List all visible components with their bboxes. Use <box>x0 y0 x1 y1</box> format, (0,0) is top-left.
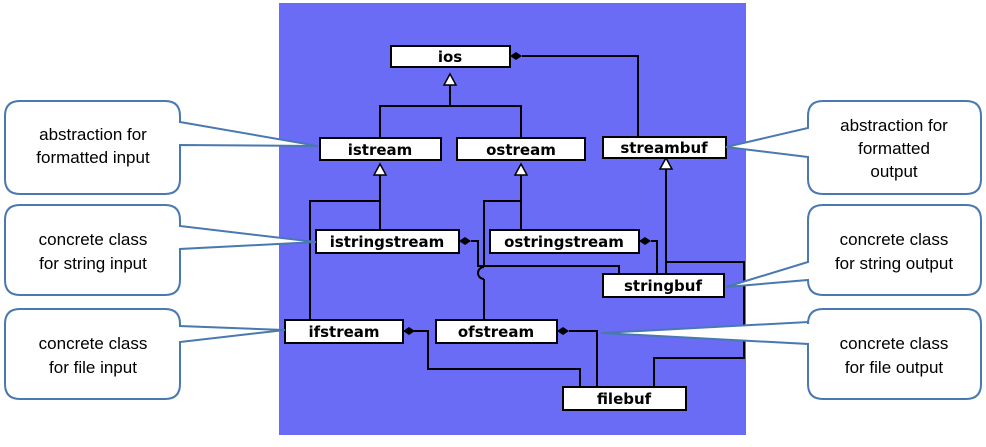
callout-formatted-input-line1: abstraction for <box>39 125 147 144</box>
class-label-ios: ios <box>438 48 462 66</box>
class-box-stringbuf[interactable]: stringbuf <box>602 273 725 298</box>
callout-string-output-line2: for string output <box>835 254 953 273</box>
callout-string-output-line1: concrete class <box>840 230 949 249</box>
callout-formatted-output: abstraction for formatted output <box>725 100 982 195</box>
class-box-streambuf[interactable]: streambuf <box>602 136 727 159</box>
class-label-stringbuf: stringbuf <box>624 277 702 295</box>
class-box-istream[interactable]: istream <box>319 137 442 161</box>
callout-formatted-output-line3: output <box>870 162 918 181</box>
callout-formatted-input: abstraction for formatted input <box>4 100 319 195</box>
class-label-ifstream: ifstream <box>308 323 379 341</box>
class-box-istringstream[interactable]: istringstream <box>315 229 460 254</box>
callout-file-input-line2: for file input <box>49 358 137 377</box>
class-box-ostringstream[interactable]: ostringstream <box>489 229 640 254</box>
class-box-ios[interactable]: ios <box>390 45 511 68</box>
class-box-ifstream[interactable]: ifstream <box>284 319 404 344</box>
callout-file-input-line1: concrete class <box>39 334 148 353</box>
class-label-istringstream: istringstream <box>330 233 445 251</box>
class-box-ostream[interactable]: ostream <box>456 137 586 161</box>
inheritance-arrowheads <box>372 72 674 176</box>
class-label-ofstream: ofstream <box>458 323 534 341</box>
composition-diamonds <box>403 52 651 335</box>
callout-formatted-output-line2: formatted <box>858 139 930 158</box>
class-label-ostream: ostream <box>486 141 556 159</box>
class-box-filebuf[interactable]: filebuf <box>562 386 687 411</box>
callout-string-input-line1: concrete class <box>39 230 148 249</box>
callout-file-output-line2: for file output <box>845 358 944 377</box>
class-label-istream: istream <box>348 141 413 159</box>
callout-file-input: concrete class for file input <box>4 308 286 400</box>
class-label-filebuf: filebuf <box>597 390 652 408</box>
callout-file-output: concrete class for file output <box>600 308 982 400</box>
relationship-lines <box>309 55 745 386</box>
class-box-ofstream[interactable]: ofstream <box>435 319 558 344</box>
callout-string-input-line2: for string input <box>39 254 147 273</box>
class-label-streambuf: streambuf <box>620 139 708 157</box>
diagram-panel <box>279 3 746 435</box>
class-label-ostringstream: ostringstream <box>504 233 624 251</box>
callout-file-output-line1: concrete class <box>840 334 949 353</box>
callout-formatted-input-line2: formatted input <box>36 148 150 167</box>
callout-string-input: concrete class for string input <box>4 204 317 296</box>
callout-string-output: concrete class for string output <box>725 204 982 296</box>
callout-formatted-output-line1: abstraction for <box>840 116 948 135</box>
